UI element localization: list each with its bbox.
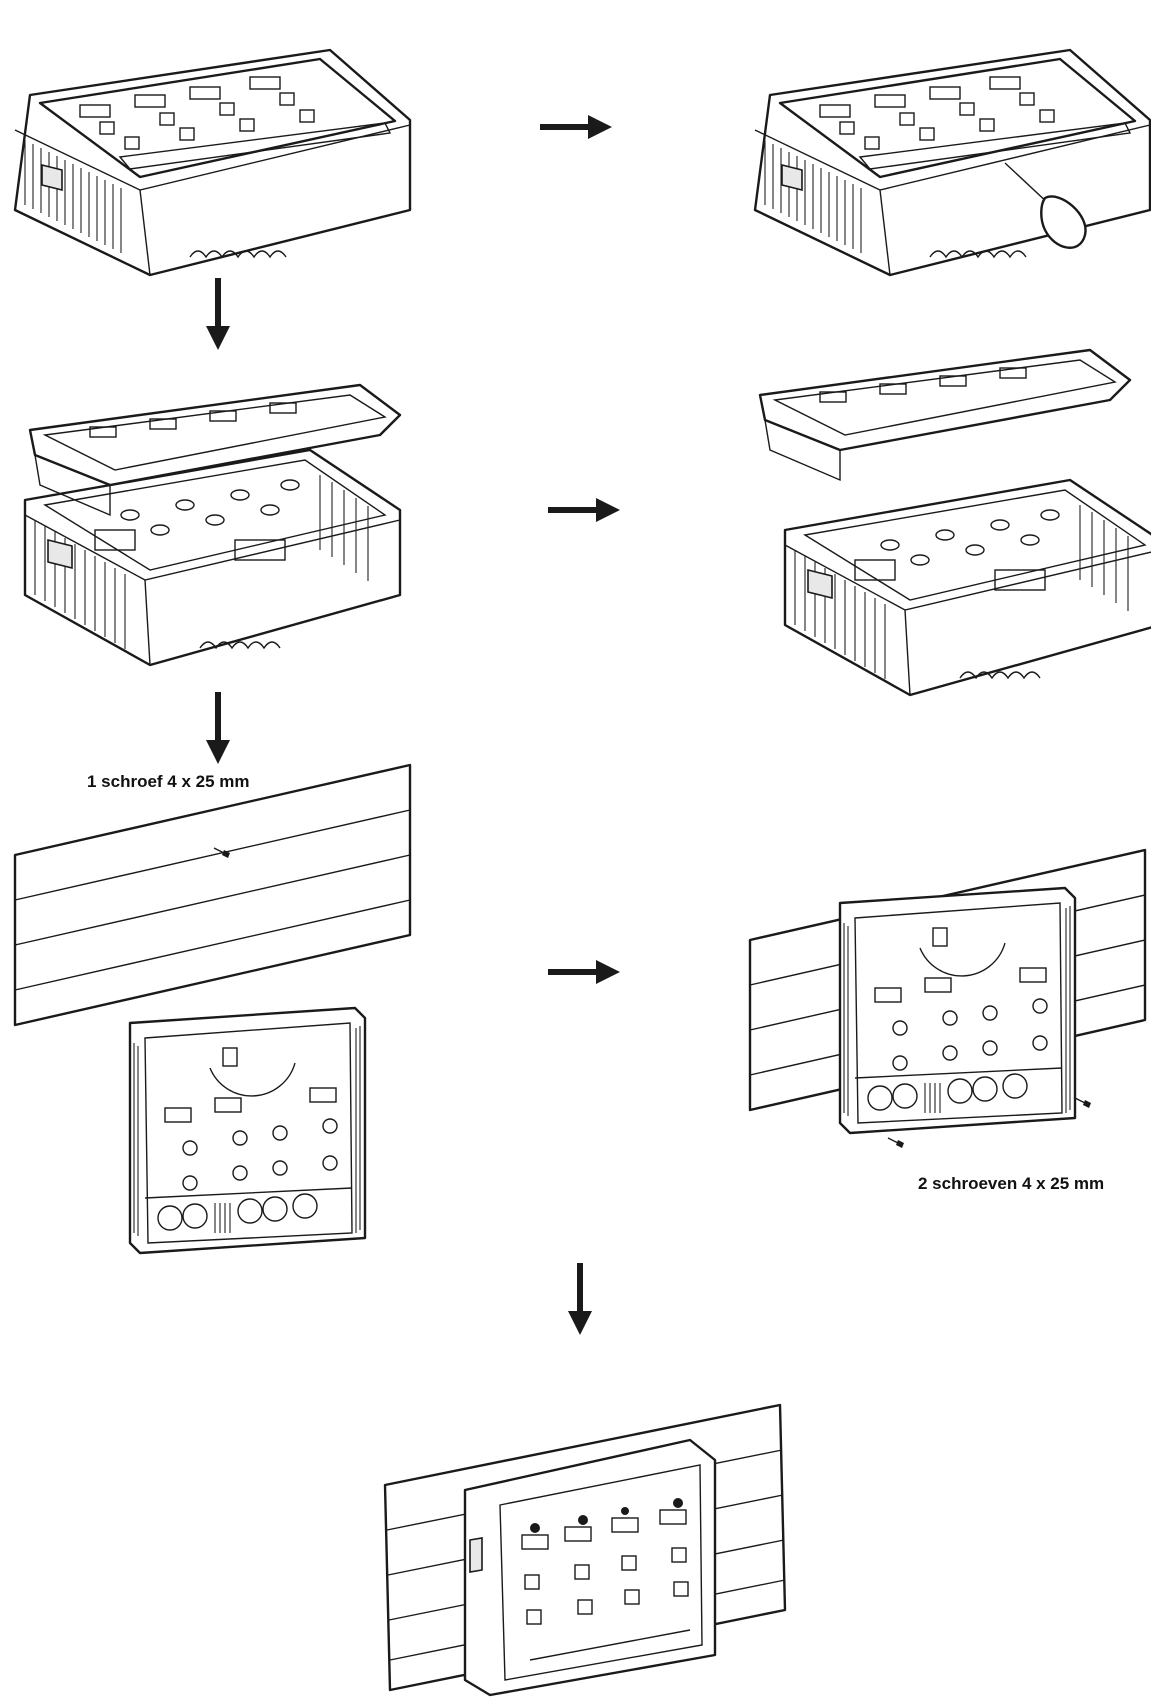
base-plate-left (128, 1006, 367, 1255)
screw-right-a (1074, 1097, 1092, 1109)
open-unit-base-left (23, 448, 402, 667)
arrow-down-1 (206, 278, 230, 350)
wall-panel-left (13, 763, 412, 1027)
removed-lid-right (758, 348, 1132, 482)
base-plate-right (838, 886, 1077, 1135)
arrow-right-2 (548, 498, 620, 522)
screw-right-b (887, 1137, 905, 1149)
screwdriver-icon (1004, 162, 1087, 249)
closed-unit-step2 (753, 48, 1151, 277)
mounted-unit-final (383, 1403, 787, 1697)
arrow-down-3 (568, 1263, 592, 1335)
arrow-right-1 (540, 115, 612, 139)
two-screws-label: 2 schroeven 4 x 25 mm (918, 1174, 1105, 1193)
open-unit-base-right (783, 478, 1151, 697)
arrow-down-2 (206, 692, 230, 764)
single-screw-label: 1 schroef 4 x 25 mm (87, 772, 250, 791)
arrow-right-3 (548, 960, 620, 984)
closed-unit-step1 (13, 48, 412, 277)
